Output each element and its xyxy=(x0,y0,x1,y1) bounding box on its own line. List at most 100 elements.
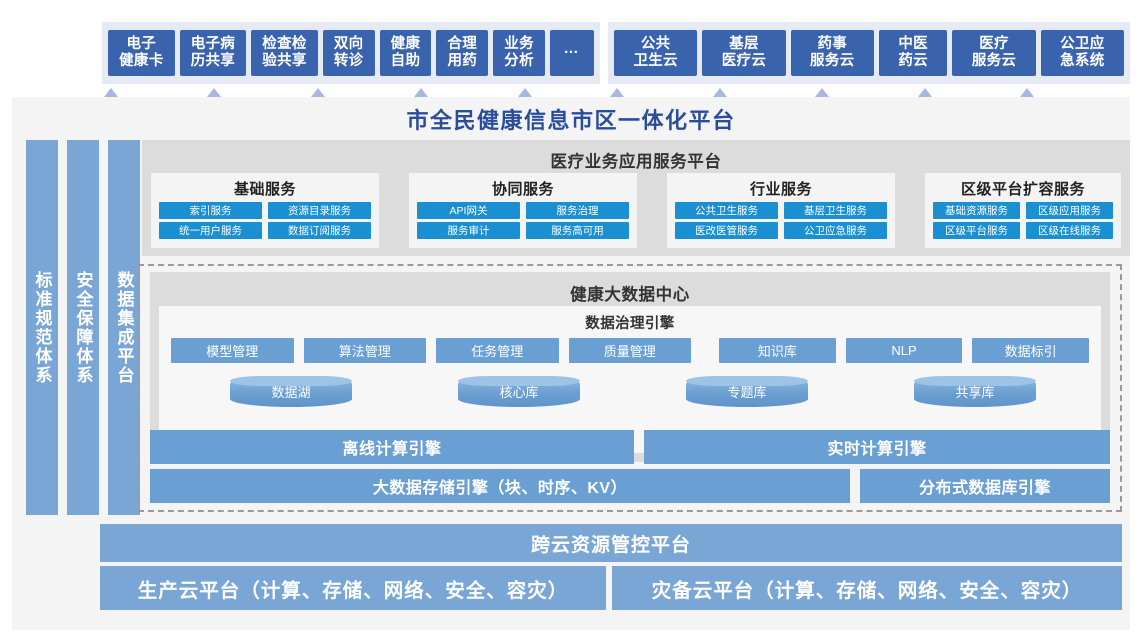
service-chip-0-1[interactable]: 资源目录服务 xyxy=(268,202,371,219)
app-box-line1: 业务 xyxy=(504,35,534,52)
vertical-bar-standards: 标准规范体系 xyxy=(26,140,58,515)
data-governance-engine-panel: 数据治理引擎 模型管理算法管理任务管理质量管理 知识库 NLP 数据标引 数据湖 核心… xyxy=(159,306,1101,453)
app-box-line1: 电子病 xyxy=(190,35,236,52)
app-box-left-3[interactable]: 双向转诊 xyxy=(322,30,375,76)
app-box-right-3[interactable]: 中医药云 xyxy=(878,30,948,76)
service-group-3: 区级平台扩容服务基础资源服务区级应用服务区级平台服务区级在线服务 xyxy=(925,173,1121,248)
data-store-row: 数据湖 核心库 专题库 共享库 xyxy=(177,376,1089,407)
app-box-line1: 检查检 xyxy=(262,35,307,52)
service-chip-0-3[interactable]: 数据订阅服务 xyxy=(268,222,371,239)
governance-chip-left-0[interactable]: 模型管理 xyxy=(171,338,294,363)
app-box-line2: 验共享 xyxy=(262,53,307,69)
app-box-line1: 公卫应 xyxy=(1060,35,1105,52)
app-box-line2: 健康卡 xyxy=(119,53,164,69)
disaster-recovery-cloud-bar: 灾备云平台（计算、存储、网络、安全、容灾） xyxy=(612,566,1122,610)
service-group-1: 协同服务 API网关服务治理服务审计服务高可用 xyxy=(409,173,637,248)
app-box-line2: 自助 xyxy=(390,53,421,69)
service-platform-title: 医疗业务应用服务平台 xyxy=(550,153,722,171)
service-chip-3-3[interactable]: 区级在线服务 xyxy=(1026,222,1113,239)
app-box-right-0[interactable]: 公共卫生云 xyxy=(614,30,698,76)
service-chip-2-1[interactable]: 基层卫生服务 xyxy=(784,202,887,219)
service-group-title: 协同服务 xyxy=(491,181,554,198)
service-chip-grid: API网关服务治理服务审计服务高可用 xyxy=(417,202,629,239)
vertical-bar-data-integration: 数据集成平台 xyxy=(108,140,140,515)
governance-chip-left-1[interactable]: 算法管理 xyxy=(303,338,426,363)
service-chip-3-2[interactable]: 区级平台服务 xyxy=(933,222,1020,239)
engine-rows: 离线计算引擎 实时计算引擎 大数据存储引擎（块、时序、KV） 分布式数据库引擎 xyxy=(150,430,1110,508)
app-box-line2: 医疗云 xyxy=(721,53,767,69)
service-group-title: 行业服务 xyxy=(749,181,812,198)
top-application-band-left: 电子健康卡电子病历共享检查检验共享双向转诊健康自助合理用药业务分析… xyxy=(102,22,600,84)
app-box-left-6[interactable]: 业务分析 xyxy=(493,30,545,76)
app-box-line2: 用药 xyxy=(447,53,478,69)
service-chip-2-0[interactable]: 公共卫生服务 xyxy=(675,202,778,219)
data-store-label: 共享库 xyxy=(955,385,995,400)
app-box-right-4[interactable]: 医疗服务云 xyxy=(952,30,1036,76)
cross-cloud-platform-bar: 跨云资源管控平台 xyxy=(100,524,1122,562)
service-chip-0-2[interactable]: 统一用户服务 xyxy=(159,222,262,239)
data-store-label: 专题库 xyxy=(727,385,767,400)
service-chip-3-1[interactable]: 区级应用服务 xyxy=(1026,202,1113,219)
data-governance-engine-title: 数据治理引擎 xyxy=(585,316,675,332)
data-store-cylinder-2[interactable]: 专题库 xyxy=(686,376,808,407)
service-chip-1-2[interactable]: 服务审计 xyxy=(417,222,520,239)
app-box-left-4[interactable]: 健康自助 xyxy=(379,30,432,76)
data-store-label: 核心库 xyxy=(499,385,539,400)
app-box-line1: 电子 xyxy=(126,35,157,52)
data-store-cylinder-3[interactable]: 共享库 xyxy=(914,376,1036,407)
data-store-label: 数据湖 xyxy=(271,385,311,400)
service-chip-3-0[interactable]: 基础资源服务 xyxy=(933,202,1020,219)
app-box-line2: 历共享 xyxy=(190,53,236,69)
engine-bigdata-storage: 大数据存储引擎（块、时序、KV） xyxy=(150,469,850,503)
app-box-line1: 药事 xyxy=(817,35,848,52)
service-chip-2-3[interactable]: 公卫应急服务 xyxy=(784,222,887,239)
app-box-line1: 健康 xyxy=(390,35,421,52)
app-box-left-7[interactable]: … xyxy=(549,30,594,76)
app-box-left-1[interactable]: 电子病历共享 xyxy=(179,30,247,76)
top-application-band-right: 公共卫生云基层医疗云药事服务云中医药云医疗服务云公卫应急系统 xyxy=(608,22,1130,84)
app-box-line1: 基层 xyxy=(729,35,759,52)
data-store-cylinder-1[interactable]: 核心库 xyxy=(458,376,580,407)
governance-chip-right-0[interactable]: 知识库 xyxy=(719,338,836,363)
app-box-line2: 转诊 xyxy=(333,53,364,69)
governance-chip-right-1[interactable]: NLP xyxy=(845,338,963,363)
app-box-left-0[interactable]: 电子健康卡 xyxy=(108,30,175,76)
service-platform-panel: 医疗业务应用服务平台 基础服务索引服务资源目录服务统一用户服务数据订阅服务协同服… xyxy=(142,140,1130,256)
service-group-title: 区级平台扩容服务 xyxy=(960,181,1085,198)
app-box-right-2[interactable]: 药事服务云 xyxy=(790,30,874,76)
service-chip-1-0[interactable]: API网关 xyxy=(417,202,520,219)
data-store-cylinder-0[interactable]: 数据湖 xyxy=(230,376,352,407)
page-title: 市全民健康信息市区一体化平台 xyxy=(406,108,736,133)
service-chip-1-1[interactable]: 服务治理 xyxy=(526,202,629,219)
service-chip-grid: 基础资源服务区级应用服务区级平台服务区级在线服务 xyxy=(933,202,1113,239)
big-data-center-boundary xyxy=(138,264,1122,512)
app-box-line2: 卫生云 xyxy=(633,53,678,69)
engine-distributed-db: 分布式数据库引擎 xyxy=(860,469,1110,503)
app-box-line2: 服务云 xyxy=(810,53,855,69)
vertical-bar-label: 标准规范体系 xyxy=(32,270,52,385)
app-box-right-5[interactable]: 公卫应急系统 xyxy=(1040,30,1124,76)
vertical-bar-label: 安全保障体系 xyxy=(73,270,93,385)
governance-chip-right-2[interactable]: 数据标引 xyxy=(972,338,1090,363)
service-chip-2-2[interactable]: 医改医管服务 xyxy=(675,222,778,239)
service-chip-grid: 索引服务资源目录服务统一用户服务数据订阅服务 xyxy=(159,202,371,239)
service-chip-0-0[interactable]: 索引服务 xyxy=(159,202,262,219)
service-group-0: 基础服务索引服务资源目录服务统一用户服务数据订阅服务 xyxy=(151,173,379,248)
vertical-bar-security: 安全保障体系 xyxy=(67,140,99,515)
governance-chip-row: 模型管理算法管理任务管理质量管理 知识库 NLP 数据标引 xyxy=(171,338,1090,363)
service-group-2: 行业服务公共卫生服务基层卫生服务医改医管服务公卫应急服务 xyxy=(667,173,895,248)
app-box-line1: 双向 xyxy=(333,35,364,52)
vertical-bar-label: 数据集成平台 xyxy=(114,270,134,385)
app-box-left-2[interactable]: 检查检验共享 xyxy=(251,30,318,76)
service-group-title: 基础服务 xyxy=(233,181,296,198)
app-box-line1: 医疗 xyxy=(979,35,1009,52)
app-box-left-5[interactable]: 合理用药 xyxy=(436,30,489,76)
service-chip-1-3[interactable]: 服务高可用 xyxy=(526,222,629,239)
governance-chip-left-2[interactable]: 任务管理 xyxy=(436,338,559,363)
app-box-line2: 服务云 xyxy=(971,53,1017,69)
big-data-center-title: 健康大数据中心 xyxy=(570,286,690,304)
engine-offline-compute: 离线计算引擎 xyxy=(150,430,634,464)
app-box-line2: 药云 xyxy=(898,53,928,69)
governance-chip-left-3[interactable]: 质量管理 xyxy=(568,338,691,363)
app-box-right-1[interactable]: 基层医疗云 xyxy=(702,30,786,76)
